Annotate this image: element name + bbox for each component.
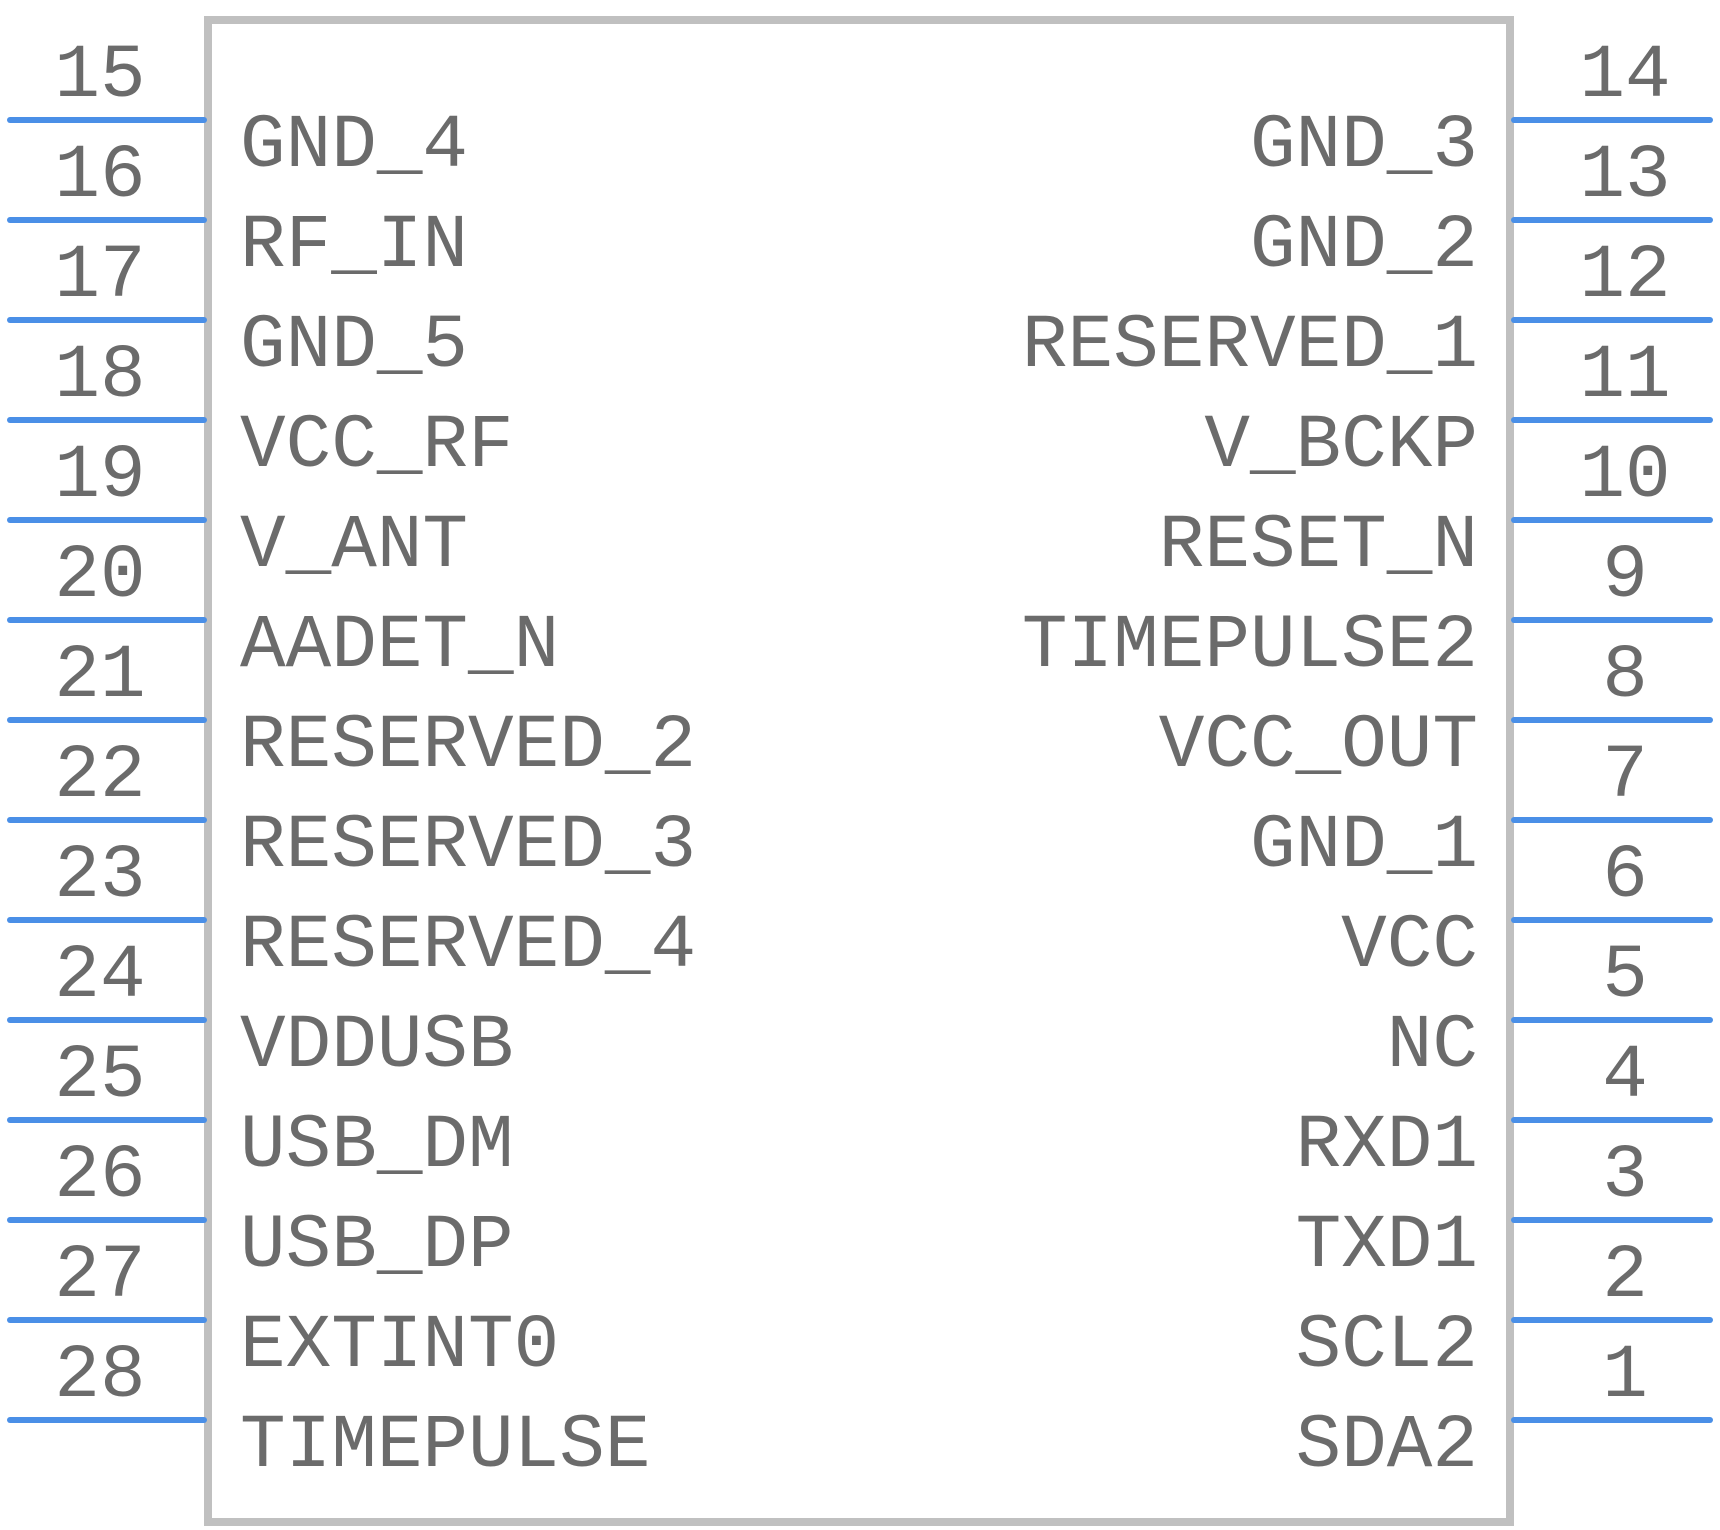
pin-label-8: VCC_OUT (1159, 703, 1478, 789)
pin-number-27: 27 (54, 1233, 145, 1319)
pin-label-21: RESERVED_2 (240, 703, 696, 789)
pin-number-12: 12 (1579, 233, 1670, 319)
pin-label-15: GND_4 (240, 103, 468, 189)
pin-number-13: 13 (1579, 133, 1670, 219)
pin-number-9: 9 (1602, 533, 1648, 619)
pin-label-16: RF_IN (240, 203, 468, 289)
pin-number-1: 1 (1602, 1333, 1648, 1419)
pin-label-20: AADET_N (240, 603, 559, 689)
pin-number-22: 22 (54, 733, 145, 819)
pin-label-22: RESERVED_3 (240, 803, 696, 889)
pin-number-15: 15 (54, 33, 145, 119)
pin-number-16: 16 (54, 133, 145, 219)
pin-label-4: RXD1 (1296, 1103, 1478, 1189)
pin-label-27: EXTINT0 (240, 1303, 559, 1389)
pin-number-10: 10 (1579, 433, 1670, 519)
pin-label-5: NC (1387, 1003, 1478, 1089)
pin-label-28: TIMEPULSE (240, 1403, 650, 1489)
pin-number-28: 28 (54, 1333, 145, 1419)
pin-number-17: 17 (54, 233, 145, 319)
pin-label-7: GND_1 (1250, 803, 1478, 889)
pin-label-11: V_BCKP (1204, 403, 1478, 489)
pin-number-8: 8 (1602, 633, 1648, 719)
pin-label-12: RESERVED_1 (1022, 303, 1478, 389)
pin-label-19: V_ANT (240, 503, 468, 589)
pin-label-23: RESERVED_4 (240, 903, 696, 989)
pin-number-24: 24 (54, 933, 145, 1019)
pin-number-3: 3 (1602, 1133, 1648, 1219)
pin-label-14: GND_3 (1250, 103, 1478, 189)
pin-number-4: 4 (1602, 1033, 1648, 1119)
pin-label-1: SDA2 (1296, 1403, 1478, 1489)
pin-label-3: TXD1 (1296, 1203, 1478, 1289)
pin-number-14: 14 (1579, 33, 1670, 119)
ic-body (204, 16, 1514, 1526)
pin-number-6: 6 (1602, 833, 1648, 919)
pin-number-19: 19 (54, 433, 145, 519)
pin-number-7: 7 (1602, 733, 1648, 819)
pin-label-18: VCC_RF (240, 403, 514, 489)
pin-number-25: 25 (54, 1033, 145, 1119)
pin-label-25: USB_DM (240, 1103, 514, 1189)
pin-number-11: 11 (1579, 333, 1670, 419)
pin-number-21: 21 (54, 633, 145, 719)
pin-label-13: GND_2 (1250, 203, 1478, 289)
pin-number-20: 20 (54, 533, 145, 619)
pin-label-2: SCL2 (1296, 1303, 1478, 1389)
pin-number-26: 26 (54, 1133, 145, 1219)
pin-number-18: 18 (54, 333, 145, 419)
pin-number-23: 23 (54, 833, 145, 919)
pin-label-6: VCC (1341, 903, 1478, 989)
pin-label-26: USB_DP (240, 1203, 514, 1289)
pin-label-10: RESET_N (1159, 503, 1478, 589)
pin-label-17: GND_5 (240, 303, 468, 389)
pin-label-9: TIMEPULSE2 (1022, 603, 1478, 689)
pin-number-5: 5 (1602, 933, 1648, 1019)
pin-number-2: 2 (1602, 1233, 1648, 1319)
pin-label-24: VDDUSB (240, 1003, 514, 1089)
